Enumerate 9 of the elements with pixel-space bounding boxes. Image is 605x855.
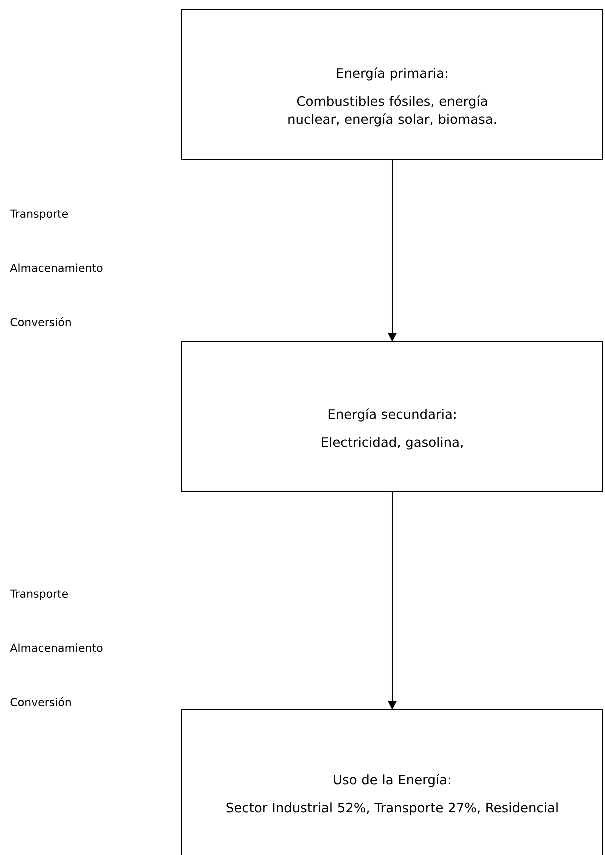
- side-label: Conversión: [10, 698, 71, 706]
- side-label: Transporte: [10, 590, 68, 600]
- side-label: Conversión: [10, 318, 71, 326]
- side-label: Transporte: [10, 210, 68, 220]
- side-label: Almacenamiento: [10, 644, 103, 652]
- side-label: Almacenamiento: [10, 264, 103, 272]
- process-box: Energía secundaria: Electricidad, gasolina,: [182, 342, 604, 492]
- process-box: Energía primaria: Combustibles fósiles, energía nuclear, energía solar, biomasa.: [182, 10, 604, 161]
- process-box: Uso de la Energía: Sector Industrial 52%, Transporte 27%, Residencial: [182, 710, 604, 855]
